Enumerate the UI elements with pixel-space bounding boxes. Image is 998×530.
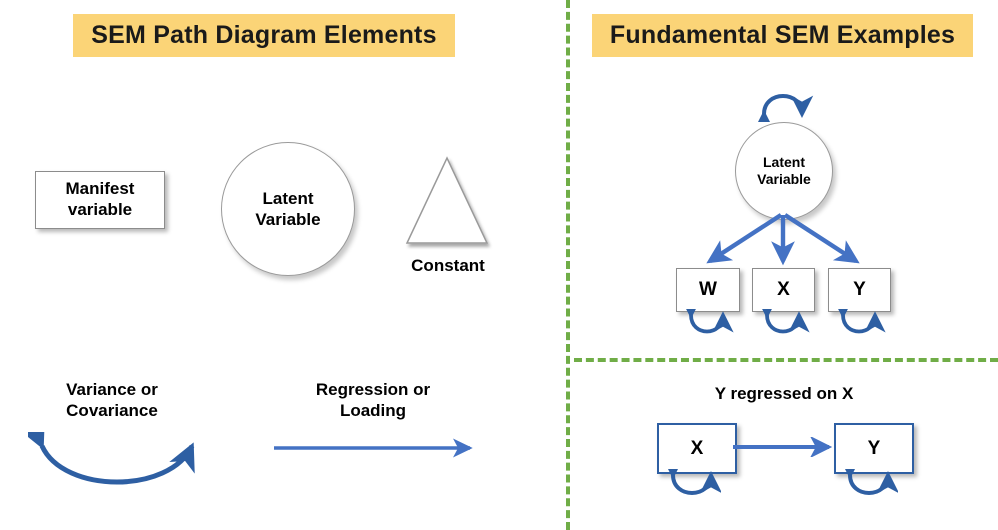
vertical-divider [566,0,570,530]
constant-label: Constant [411,256,485,275]
outcome-box-y: Y [834,423,914,474]
right-panel-header: Fundamental SEM Examples [592,14,973,57]
horizontal-divider [574,358,998,362]
predictor-box-x: X [657,423,737,474]
indicator-box-x: X [752,268,815,312]
factor-loading-arrows [706,213,860,266]
constant-triangle-icon [405,156,489,244]
residual-variance-arc-x-icon [758,309,810,334]
regression-path-arrow-icon [733,437,833,457]
residual-variance-arc-y-icon [834,309,886,334]
regression-example-caption: Y regressed on X [714,384,854,403]
left-panel-header: SEM Path Diagram Elements [73,14,455,57]
indicator-box-y: Y [828,268,891,312]
manifest-variable-shape: Manifest variable [35,171,165,229]
example-latent-variable-shape: Latent Variable [735,122,833,220]
residual-variance-arc-predictor-icon [663,469,721,495]
variance-covariance-arrow-icon [28,432,195,485]
residual-variance-arc-outcome-icon [840,469,898,495]
regression-loading-arrow-icon [274,438,473,458]
indicator-box-w: W [676,268,740,312]
variance-covariance-label: Variance or Covariance [66,380,158,421]
residual-variance-arc-w-icon [682,309,734,334]
regression-loading-label: Regression or Loading [315,380,431,421]
latent-variance-arc-icon [752,94,814,122]
latent-variable-shape: Latent Variable [221,142,355,276]
